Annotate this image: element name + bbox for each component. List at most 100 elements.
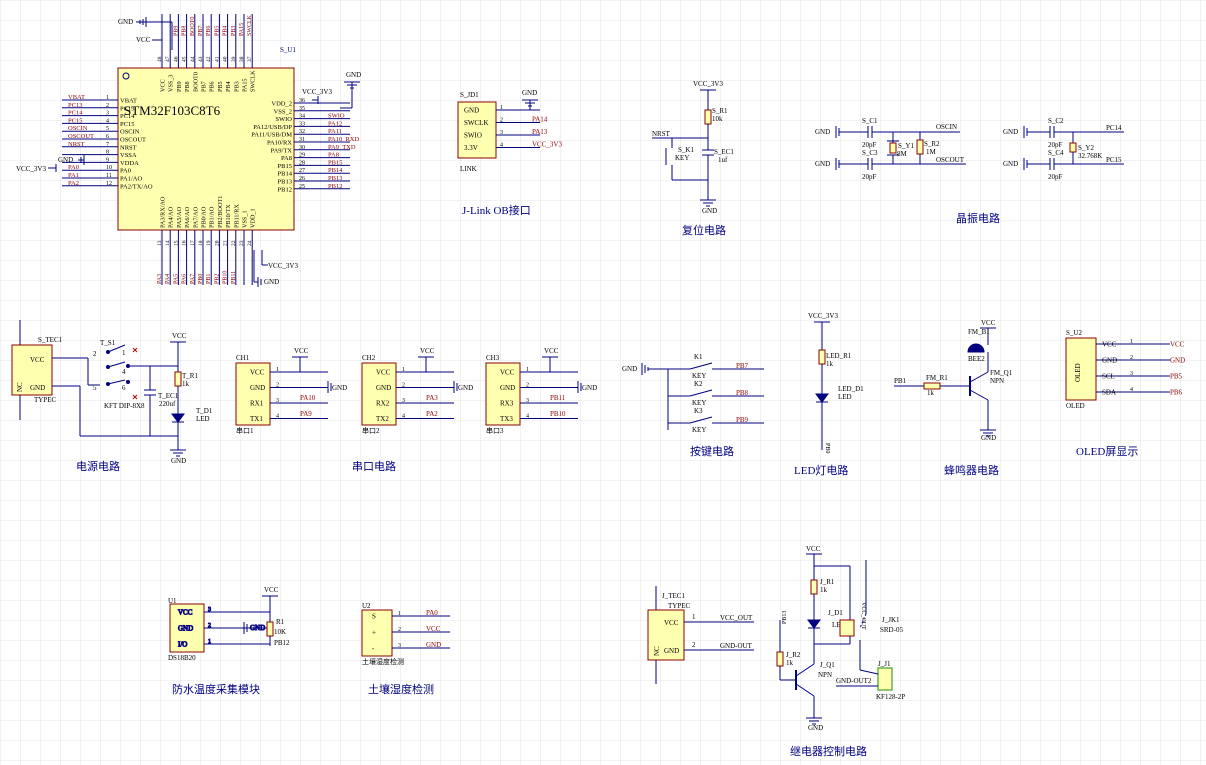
serial-pin-num: 2 bbox=[402, 383, 405, 389]
soil-body[interactable] bbox=[361, 609, 393, 657]
mcu-net-label: PC14 bbox=[68, 110, 83, 117]
key-switch[interactable] bbox=[689, 389, 713, 397]
tec-ref: S_TEC1 bbox=[38, 336, 63, 344]
mcu-pin-num: 11 bbox=[106, 173, 112, 179]
mcu-pin-label: PB15 bbox=[278, 163, 292, 170]
soil-title: 土壤湿度检测 bbox=[368, 682, 434, 696]
jtec-block[interactable]: J_TEC1 TYPEC NC VCC GND 1 2 VCC_OUT GND-… bbox=[647, 586, 754, 684]
reset-c-val: 1uf bbox=[718, 156, 728, 164]
jtec-vcc: VCC bbox=[664, 619, 679, 627]
mcu-pin-label: PA15 bbox=[242, 78, 249, 92]
crystal-title: 晶振电路 bbox=[956, 211, 1000, 225]
serial-name: 串口3 bbox=[486, 427, 504, 435]
jtec-num: 1 bbox=[692, 613, 696, 621]
ds-pin-num: 1 bbox=[208, 639, 211, 645]
mcu-pin-label: VDDA bbox=[120, 160, 139, 167]
crystal-circuit[interactable]: GND S_C1 20pF OSCIN GND S_C3 20pF OSCOUT… bbox=[815, 117, 1124, 225]
relay-j-val: KF128-2P bbox=[876, 693, 905, 701]
serial-pin-label: GND bbox=[376, 384, 391, 392]
serial-gnd: GND bbox=[332, 384, 347, 392]
mcu-pin-label: VDD_1 bbox=[250, 208, 257, 228]
mcu-body[interactable] bbox=[117, 67, 295, 231]
mcu-net-label: PB15 bbox=[328, 159, 342, 166]
ds-vcc: VCC bbox=[264, 586, 279, 594]
serial-pin-label: VCC bbox=[250, 369, 265, 377]
relay-net: PB13 bbox=[782, 611, 788, 624]
ds-pin-label: VCC bbox=[178, 609, 193, 617]
led-net: PB0 bbox=[824, 443, 830, 453]
jlink-ref: S_JD1 bbox=[460, 91, 479, 99]
mcu-pin-label: PA12/USB/DP bbox=[253, 124, 292, 131]
mcu-pin-num: 46 bbox=[173, 56, 179, 62]
oled-body[interactable] bbox=[1065, 337, 1097, 401]
mcu-pin-label: VSS_2 bbox=[274, 108, 292, 115]
mcu-pin-num: 26 bbox=[299, 176, 305, 182]
mcu-net-label: PC13 bbox=[68, 102, 82, 109]
mcu-pin-num: 38 bbox=[239, 56, 245, 62]
mcu-block[interactable]: S_U1 STM32F103C8T6 VBAT1VBATPC132PC13PC1… bbox=[16, 14, 361, 287]
key-ref: K3 bbox=[694, 407, 703, 415]
mcu-pin-num: 20 bbox=[214, 240, 220, 246]
serial-pin-label: TX1 bbox=[250, 415, 263, 423]
jlink-net: PA13 bbox=[532, 128, 548, 136]
relay-circuit[interactable]: VCC J_R1 1k J_D1 LED VCC_OUT J_JK1 SRD-0… bbox=[776, 545, 905, 758]
mcu-net-label: PB0 bbox=[198, 274, 204, 284]
mcu-pin-num: 6 bbox=[106, 134, 109, 140]
serial-pin-label: TX3 bbox=[500, 415, 513, 423]
mcu-pin-label: PB9 bbox=[176, 81, 183, 92]
mcu-pin-num: 28 bbox=[299, 160, 305, 166]
serial-body[interactable] bbox=[485, 362, 521, 426]
mcu-pin-label: PB0/AO bbox=[201, 206, 208, 228]
buzzer-circuit[interactable]: VCC FM_B1 BEE2 PB1 FM_R1 1k FM_Q1 NPN GN… bbox=[894, 319, 1013, 477]
reset-circuit[interactable]: VCC_3V3 S_R1 10k S_EC1 1uf NRST S_K1 KEY… bbox=[652, 80, 734, 237]
serial-pin-label: RX3 bbox=[500, 400, 514, 408]
serial-net: PA2 bbox=[426, 410, 438, 418]
mcu-pin-num: 8 bbox=[106, 150, 109, 156]
soil-ref: U2 bbox=[362, 602, 371, 610]
serial-vcc: VCC bbox=[544, 347, 559, 355]
relay-coil bbox=[839, 619, 855, 637]
reset-r-val: 10k bbox=[712, 115, 723, 123]
jlink-pin-label: SWCLK bbox=[464, 119, 489, 127]
relay-q-ref: J_Q1 bbox=[820, 661, 835, 669]
mcu-pin-num: 44 bbox=[190, 56, 196, 62]
serial-body[interactable] bbox=[235, 362, 271, 426]
buzzer-q-ref: FM_Q1 bbox=[990, 369, 1013, 377]
mcu-pin-num: 14 bbox=[165, 240, 171, 246]
mcu-pin-num: 29 bbox=[299, 153, 305, 159]
ds-body[interactable] bbox=[169, 603, 205, 653]
mcu-pin-num: 30 bbox=[299, 145, 305, 151]
key-switch[interactable] bbox=[689, 416, 713, 424]
serial-gnd: GND bbox=[458, 384, 473, 392]
jlink-body[interactable] bbox=[457, 101, 497, 159]
ds-name: DS18B20 bbox=[168, 654, 196, 662]
serial-net: PA9 bbox=[300, 410, 312, 418]
power-c-val: 220uf bbox=[159, 400, 176, 408]
power-circuit[interactable]: S_TEC1 NC VCC GND TYPEC T_S1 KFT DIP-8X8… bbox=[11, 320, 213, 473]
key-switch[interactable] bbox=[689, 362, 713, 370]
oled-pin-num: 4 bbox=[1130, 387, 1133, 393]
mcu-pin-label: VSSA bbox=[120, 152, 137, 159]
mcu-pin-num: 7 bbox=[106, 142, 109, 148]
r2-val: 1M bbox=[926, 148, 937, 156]
serial-pin-label: RX2 bbox=[376, 400, 390, 408]
serial-body[interactable] bbox=[361, 362, 397, 426]
relay-led-icon bbox=[807, 619, 821, 629]
serial-pin-label: GND bbox=[500, 384, 515, 392]
net-pc14: PC14 bbox=[1106, 124, 1122, 132]
led-r-ref: LED_R1 bbox=[826, 352, 852, 360]
led-circuit[interactable]: VCC_3V3 LED_R1 1k LED_D1 LED PB0 LED灯电路 bbox=[794, 312, 864, 477]
relay-terminal[interactable] bbox=[877, 667, 893, 691]
oled-ref: S_U2 bbox=[1066, 329, 1082, 337]
serial-pin-num: 1 bbox=[276, 367, 279, 373]
gnd-label: GND bbox=[264, 278, 279, 286]
key-net: PB9 bbox=[736, 416, 749, 424]
jtec-ref: J_TEC1 bbox=[662, 592, 685, 600]
mcu-vcc3v3-right: VCC_3V3 bbox=[302, 88, 332, 104]
